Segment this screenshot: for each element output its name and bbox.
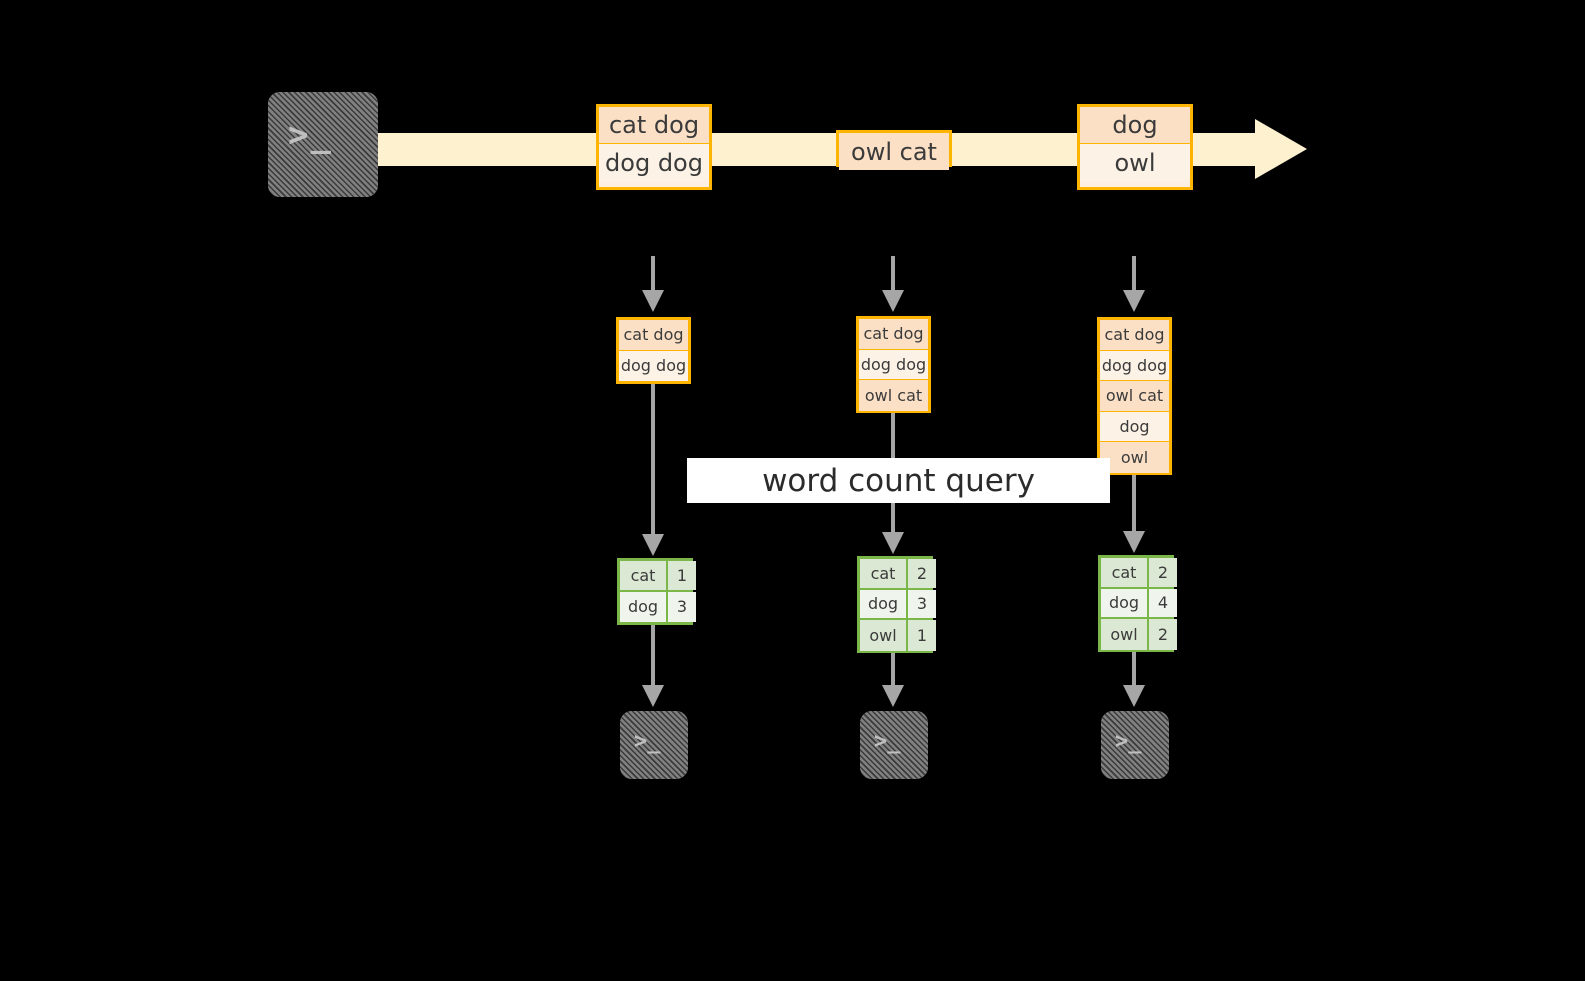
buffer-record: dog dog: [859, 349, 928, 380]
result-word: dog: [620, 591, 668, 622]
snapshot-2-sink-terminal-icon[interactable]: >_: [860, 711, 928, 779]
snapshot-1-sink-arrowhead: [642, 685, 664, 707]
result-count: 2: [1149, 619, 1177, 650]
snapshot-3-result-table[interactable]: cat 2 dog 4 owl 2: [1098, 555, 1177, 652]
buffer-record: owl: [1100, 442, 1169, 473]
stream-record: owl cat: [839, 133, 949, 170]
result-count: 3: [908, 589, 936, 618]
snapshot-2-sink-line: [891, 653, 895, 687]
result-count: 2: [1149, 558, 1177, 587]
snapshot-1-trigger-arrowhead: [642, 290, 664, 312]
result-count: 3: [668, 591, 696, 622]
result-count: 1: [908, 620, 936, 651]
snapshot-3-trigger-line: [1132, 256, 1136, 292]
stream-record-group-2[interactable]: owl cat: [836, 130, 952, 170]
terminal-prompt-glyph: >_: [874, 729, 901, 754]
snapshot-2-input-buffer[interactable]: cat dog dog dog owl cat: [856, 316, 931, 413]
result-row: cat 2: [860, 559, 936, 590]
buffer-record: dog dog: [619, 350, 688, 381]
snapshot-1-result-table[interactable]: cat 1 dog 3: [617, 558, 696, 625]
snapshot-2-result-table[interactable]: cat 2 dog 3 owl 1: [857, 556, 936, 653]
terminal-hatch-border: [860, 711, 928, 779]
snapshot-3-sink-terminal-icon[interactable]: >_: [1101, 711, 1169, 779]
result-word: owl: [1101, 619, 1149, 650]
terminal-prompt-glyph: >_: [1115, 729, 1142, 754]
result-row: dog 3: [860, 589, 936, 620]
buffer-record: owl cat: [859, 380, 928, 411]
source-terminal-icon[interactable]: >_: [268, 92, 378, 197]
terminal-hatch-border: [1101, 711, 1169, 779]
result-row: dog 3: [620, 591, 696, 622]
stream-record: dog dog: [599, 144, 709, 181]
terminal-prompt-glyph: >_: [634, 729, 661, 754]
stream-record-group-3[interactable]: dog owl: [1077, 104, 1193, 190]
snapshot-2-query-arrowhead: [882, 532, 904, 554]
buffer-record: cat dog: [619, 320, 688, 351]
buffer-record: dog dog: [1100, 350, 1169, 381]
result-word: dog: [1101, 588, 1149, 617]
snapshot-1-query-arrowhead: [642, 534, 664, 556]
query-banner: word count query: [687, 458, 1110, 503]
snapshot-1-sink-terminal-icon[interactable]: >_: [620, 711, 688, 779]
result-row: cat 1: [620, 561, 696, 592]
result-row: owl 1: [860, 620, 936, 651]
result-count: 4: [1149, 588, 1177, 617]
snapshot-2-sink-arrowhead: [882, 685, 904, 707]
snapshot-3-trigger-arrowhead: [1123, 290, 1145, 312]
snapshot-1-trigger-line: [651, 256, 655, 292]
stream-arrowhead: [1255, 119, 1307, 179]
result-row: owl 2: [1101, 619, 1177, 650]
query-label: word count query: [762, 462, 1035, 499]
result-count: 2: [908, 559, 936, 588]
result-word: cat: [860, 559, 908, 588]
stream-record: cat dog: [599, 107, 709, 144]
terminal-hatch-border: [620, 711, 688, 779]
result-word: owl: [860, 620, 908, 651]
result-row: cat 2: [1101, 558, 1177, 589]
snapshot-2-trigger-arrowhead: [882, 290, 904, 312]
snapshot-3-query-line: [1132, 475, 1136, 533]
stream-record: owl: [1080, 144, 1190, 181]
buffer-record: owl cat: [1100, 381, 1169, 412]
result-row: dog 4: [1101, 588, 1177, 619]
terminal-prompt-glyph: >_: [288, 115, 333, 155]
snapshot-1-sink-line: [651, 625, 655, 687]
terminal-hatch-border: [268, 92, 378, 197]
result-word: cat: [620, 561, 668, 590]
snapshot-1-query-line: [651, 384, 655, 536]
snapshot-3-sink-line: [1132, 652, 1136, 687]
snapshot-3-sink-arrowhead: [1123, 685, 1145, 707]
snapshot-3-query-arrowhead: [1123, 531, 1145, 553]
stream-record-group-1[interactable]: cat dog dog dog: [596, 104, 712, 190]
buffer-record: cat dog: [1100, 320, 1169, 351]
buffer-record: dog: [1100, 411, 1169, 442]
result-word: cat: [1101, 558, 1149, 587]
snapshot-3-input-buffer[interactable]: cat dog dog dog owl cat dog owl: [1097, 317, 1172, 475]
result-count: 1: [668, 561, 696, 590]
result-word: dog: [860, 589, 908, 618]
snapshot-1-input-buffer[interactable]: cat dog dog dog: [616, 317, 691, 384]
buffer-record: cat dog: [859, 319, 928, 350]
stream-record: dog: [1080, 107, 1190, 144]
snapshot-2-trigger-line: [891, 256, 895, 292]
